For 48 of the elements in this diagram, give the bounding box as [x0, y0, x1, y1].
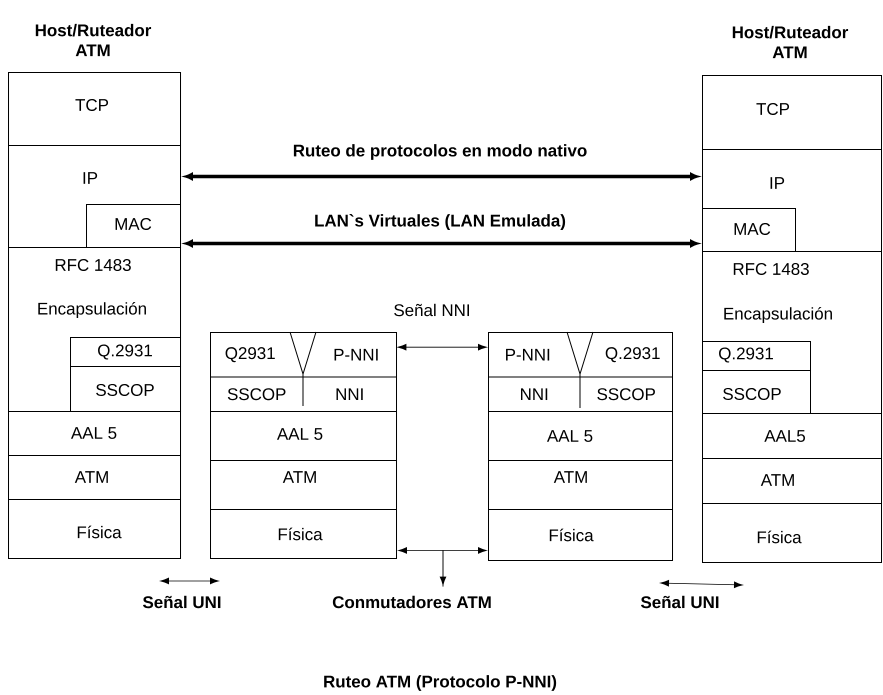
- layer-label: AAL5: [764, 430, 805, 442]
- layer-label: NNI: [521, 388, 548, 400]
- layer-label: Q.2931: [606, 347, 660, 362]
- layer-label: ATM: [74, 471, 108, 483]
- caption: Ruteo ATM (Protocolo P-NNI): [324, 675, 556, 691]
- edge-label: Ruteo de protocolos en modo nativo: [292, 143, 588, 161]
- layer-label: SSCOP: [228, 388, 286, 400]
- layer-label: ATM: [282, 471, 316, 483]
- layer-label: MAC: [116, 218, 152, 230]
- layer-label: TCP: [75, 99, 108, 111]
- layer-label: SSCOP: [597, 388, 655, 400]
- layer-label: Encapsulación: [38, 302, 146, 318]
- layer-label: SSCOP: [96, 384, 154, 396]
- layer-label: AAL 5: [546, 430, 592, 442]
- arrow: [442, 547, 487, 587]
- layer-label: AAL 5: [276, 428, 322, 440]
- layer-label: Q.2931: [98, 344, 152, 360]
- arrow: [160, 578, 219, 584]
- layer-label: ATM: [760, 474, 794, 486]
- edge-label: Señal UNI: [141, 594, 223, 610]
- arrow: [398, 547, 446, 586]
- arrow: [660, 580, 743, 588]
- layer-label: RFC 1483: [734, 263, 809, 275]
- layer-label: RFC 1483: [56, 259, 131, 271]
- edge-label: LAN`s Virtuales (LAN Emulada): [313, 213, 567, 231]
- layer-label: Física: [550, 528, 594, 542]
- layer-label: Q2931: [226, 347, 275, 362]
- edge-label: Señal UNI: [639, 594, 721, 610]
- layer-label: P-NNI: [506, 348, 550, 361]
- layer-label: SSCOP: [723, 388, 781, 400]
- layer-label: Física: [78, 526, 122, 538]
- stack-heading: Host/Ruteador ATM: [36, 24, 152, 56]
- layer-label: Q.2931: [719, 347, 773, 362]
- layer-label: ATM: [554, 471, 587, 483]
- stack-heading: Host/Ruteador ATM: [732, 26, 848, 58]
- switch-label: Conmutadores ATM: [332, 596, 491, 608]
- layer-label: MAC: [734, 223, 770, 235]
- layer-label: TCP: [756, 103, 790, 115]
- arrow: [398, 344, 487, 350]
- layer-label: Física: [278, 528, 323, 540]
- layer-label: IP: [84, 172, 98, 184]
- edge-label: Señal NNI: [392, 302, 472, 318]
- layer-label: AAL 5: [70, 427, 116, 439]
- layer-label: Encapsulación: [724, 307, 832, 323]
- layer-label: P-NNI: [334, 348, 378, 361]
- layer-label: IP: [770, 177, 784, 189]
- layer-label: NNI: [336, 388, 363, 400]
- layer-label: Física: [758, 530, 802, 544]
